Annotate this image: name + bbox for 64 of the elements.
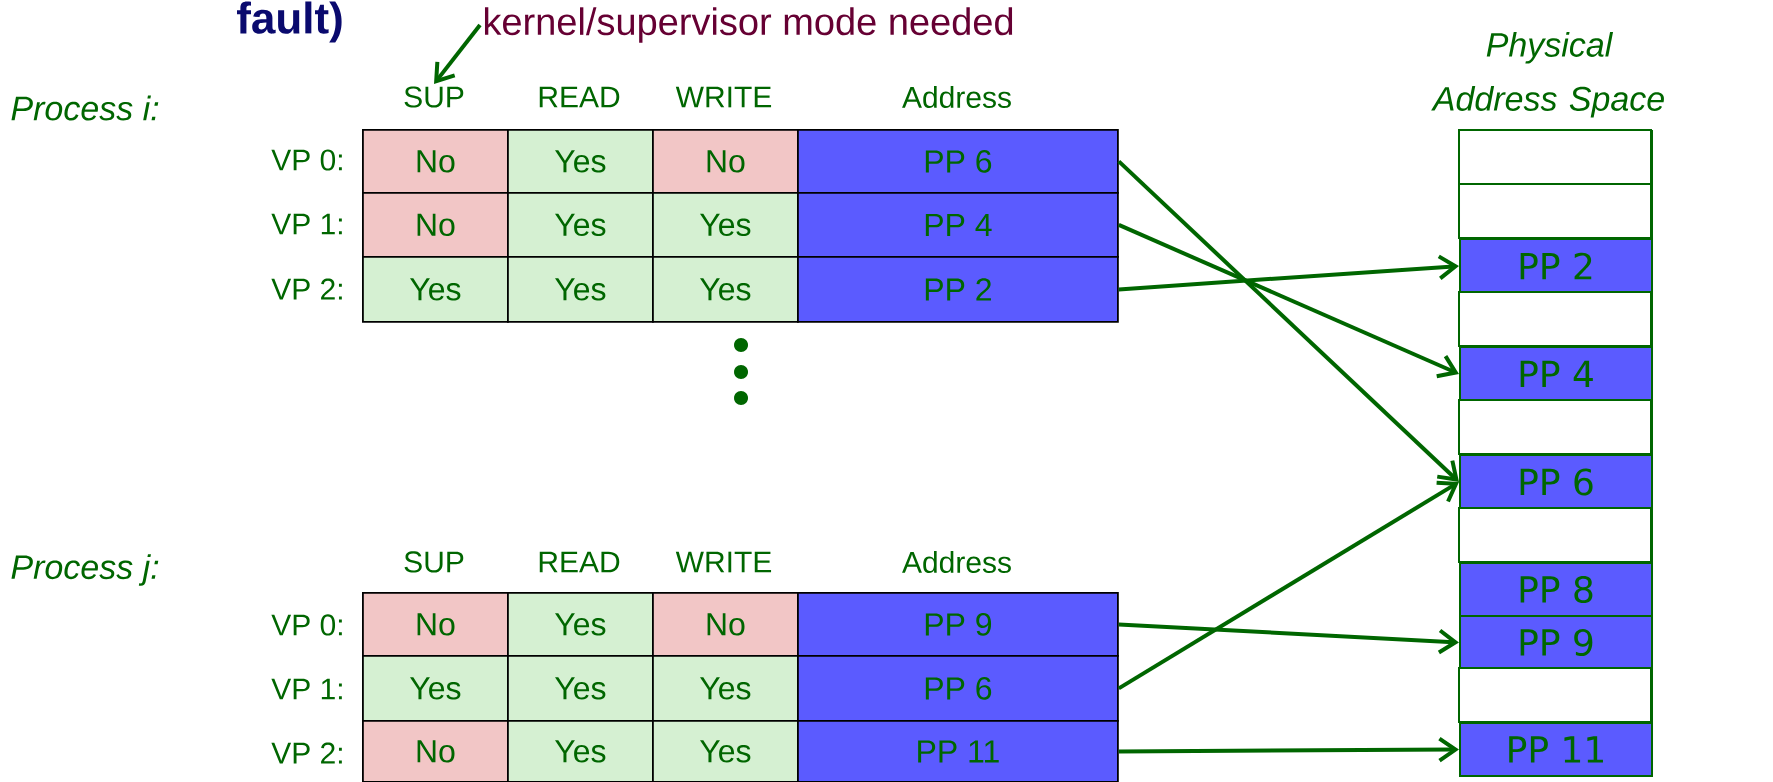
row-label: VP 2: <box>271 742 342 764</box>
empty-frame <box>1458 399 1652 455</box>
arrow <box>1118 736 1459 763</box>
arrow <box>1118 254 1459 292</box>
permission-cell: Yes <box>507 655 654 722</box>
memory-frame: PP 6 <box>1459 454 1653 510</box>
address-cell: PP 6 <box>797 129 1119 194</box>
memory-frame: PP 9 <box>1459 615 1653 670</box>
column-header: WRITE <box>675 551 772 573</box>
row-label: VP 0: <box>271 614 342 636</box>
row-label: VP 0: <box>271 149 342 171</box>
row-label: VP 1: <box>271 678 342 700</box>
empty-frame <box>1458 667 1652 723</box>
empty-frame <box>1458 507 1652 563</box>
node-label: Physical Address Space <box>1431 31 1664 118</box>
address-cell: PP 2 <box>797 256 1119 323</box>
permission-cell: No <box>362 129 509 194</box>
permission-cell: Yes <box>652 655 799 722</box>
permission-cell: Yes <box>507 192 654 258</box>
heading-fragment: fault) <box>237 1 342 43</box>
column-header: READ <box>539 86 620 108</box>
arrow <box>434 23 482 84</box>
memory-frame: PP 8 <box>1459 562 1653 617</box>
row-label: VP 2: <box>271 278 342 300</box>
permission-cell: Yes <box>652 192 799 258</box>
address-cell: PP 11 <box>797 720 1119 782</box>
permission-cell: No <box>652 592 799 657</box>
address-cell: PP 6 <box>797 655 1119 722</box>
empty-frame <box>1458 183 1652 239</box>
permission-cell: Yes <box>362 256 509 323</box>
memory-frame: PP 2 <box>1459 238 1653 294</box>
column-header: SUP <box>404 551 464 573</box>
memory-frame: PP 4 <box>1459 346 1653 402</box>
column-header: READ <box>539 551 620 573</box>
address-cell: PP 9 <box>797 592 1119 657</box>
node-label: Yes <box>555 740 606 763</box>
empty-frame <box>1458 291 1652 347</box>
node-label: Yes <box>700 740 751 763</box>
column-header: Address <box>902 86 1011 108</box>
permission-cell: No <box>652 129 799 194</box>
permission-cell: Yes <box>507 129 654 194</box>
process-label: Process i: <box>11 95 159 121</box>
empty-frame <box>1458 129 1652 185</box>
column-header: SUP <box>404 86 464 108</box>
permission-cell: Yes <box>507 720 654 782</box>
address-cell: PP 4 <box>797 192 1119 258</box>
column-header: Address <box>902 551 1011 573</box>
permission-cell: No <box>362 192 509 258</box>
permission-cell: No <box>362 592 509 657</box>
column-header: WRITE <box>675 86 772 108</box>
note-text: kernel/supervisor mode needed <box>485 7 1013 43</box>
permission-cell: Yes <box>507 256 654 323</box>
permission-cell: Yes <box>652 256 799 323</box>
permission-cell: No <box>362 720 509 782</box>
permission-cell: Yes <box>362 655 509 722</box>
process-label: Process j: <box>11 554 159 586</box>
arrow <box>1117 480 1459 691</box>
arrow <box>1118 622 1459 655</box>
memory-frame: PP 11 <box>1459 722 1653 777</box>
arrow <box>1118 223 1459 379</box>
permission-cell: Yes <box>652 720 799 782</box>
row-label: VP 1: <box>271 213 342 235</box>
permission-cell: Yes <box>507 592 654 657</box>
arrow <box>1117 159 1459 482</box>
